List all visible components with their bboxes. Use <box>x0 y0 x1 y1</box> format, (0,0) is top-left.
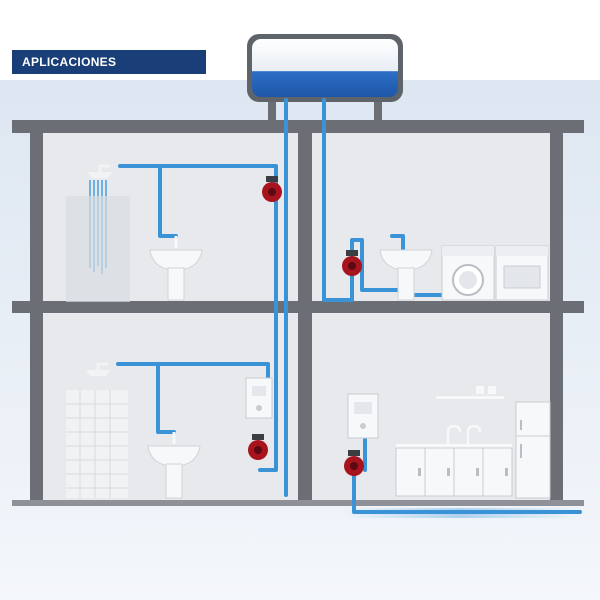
shower-icon <box>86 362 110 376</box>
ground-line <box>12 500 584 506</box>
tile-wall <box>66 390 128 498</box>
right-wall <box>550 120 563 500</box>
pump-icon <box>344 450 364 476</box>
floor-glow <box>340 508 580 518</box>
washing-machine-icon <box>441 245 495 301</box>
sink-icon <box>149 236 203 301</box>
pipe-lower-sink <box>156 362 176 434</box>
shower-icon <box>88 164 112 178</box>
faucet-icon <box>446 424 482 444</box>
page-title: APLICACIONES <box>12 50 206 74</box>
pipe-upper-shower <box>118 164 278 472</box>
left-wall <box>30 120 43 500</box>
middle-wall <box>298 133 312 500</box>
sink-icon <box>379 249 433 301</box>
pipe-laundry-faucet <box>390 234 405 252</box>
wall-shelf-icon <box>436 386 504 399</box>
fridge-icon <box>515 401 551 499</box>
roof-slab <box>12 120 584 133</box>
pump-icon <box>248 434 268 460</box>
pipe-upper-sink <box>158 164 178 238</box>
pipe-main-right <box>322 98 354 302</box>
solar-tank-icon <box>247 34 403 122</box>
water-heater-icon <box>245 377 273 419</box>
pump-icon <box>262 176 282 202</box>
kitchen-cabinet-icon <box>395 444 513 497</box>
water-heater-icon <box>347 393 379 439</box>
sink-icon <box>147 432 201 499</box>
dryer-icon <box>495 245 549 301</box>
pump-icon <box>342 250 362 276</box>
shower-tiles <box>66 196 130 302</box>
